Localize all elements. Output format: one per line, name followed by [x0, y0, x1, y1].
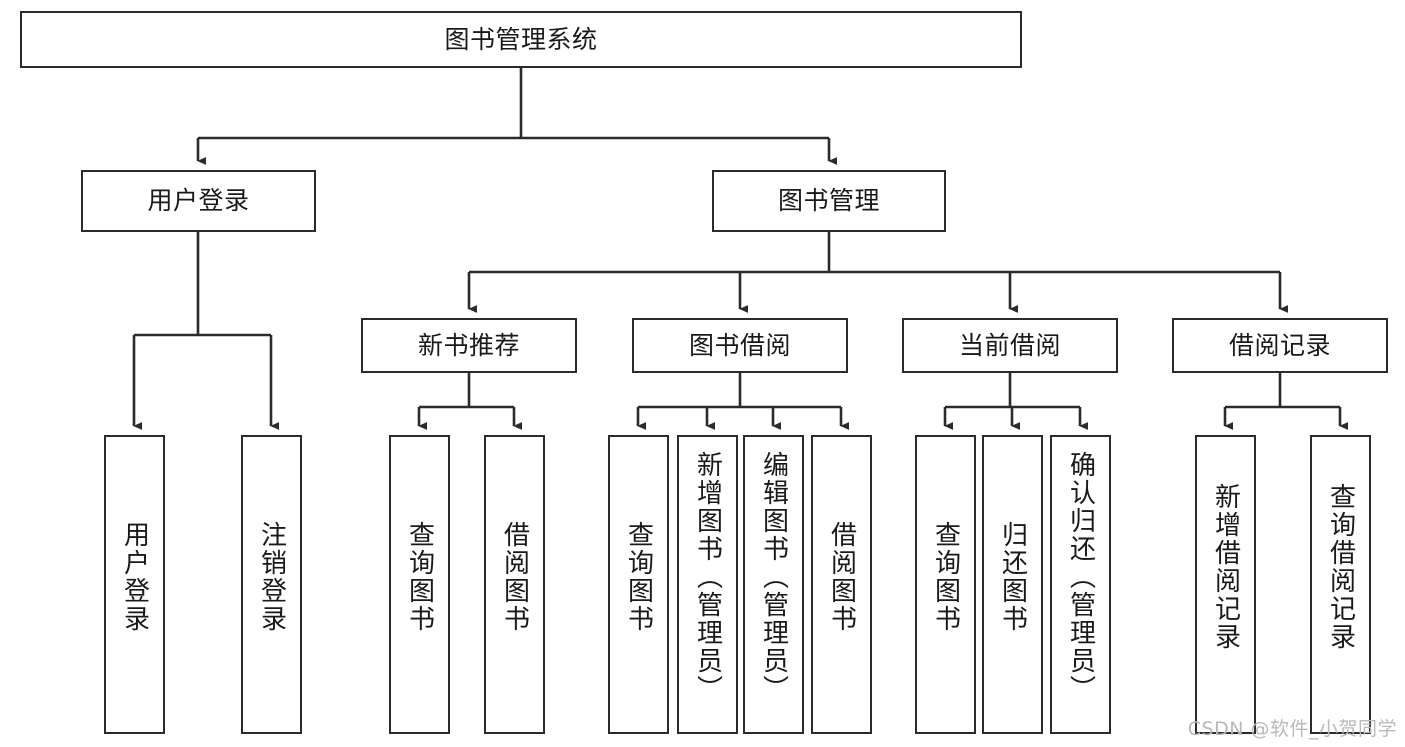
node-leaf-borrow-book-rec[interactable]: 借阅图书	[484, 435, 545, 734]
node-leaf-return-book[interactable]: 归还图书	[982, 435, 1043, 734]
node-label-book-manage: 图书管理	[777, 186, 880, 215]
node-leaf-add-book-admin[interactable]: 新增图书（管理员）	[677, 435, 738, 734]
node-label-leaf-confirm-return-admin: 确认归还（管理员）	[1065, 451, 1096, 703]
node-label-leaf-logout-login: 注销登录	[256, 521, 287, 633]
node-label-leaf-query-book-current: 查询图书	[930, 521, 961, 633]
node-label-leaf-query-borrow-record: 查询借阅记录	[1325, 483, 1356, 651]
node-label-leaf-add-book-admin: 新增图书（管理员）	[692, 451, 723, 703]
node-label-root: 图书管理系统	[444, 24, 598, 54]
node-label-leaf-user-login: 用户登录	[119, 521, 150, 633]
node-leaf-query-borrow-record[interactable]: 查询借阅记录	[1310, 435, 1371, 734]
node-label-leaf-borrow-book-rec: 借阅图书	[499, 521, 530, 633]
node-leaf-edit-book-admin[interactable]: 编辑图书（管理员）	[743, 435, 804, 734]
node-label-leaf-borrow-book: 借阅图书	[826, 521, 857, 633]
node-label-current-borrow: 当前借阅	[958, 330, 1061, 360]
node-book-manage[interactable]: 图书管理	[712, 170, 946, 232]
node-leaf-borrow-book[interactable]: 借阅图书	[811, 435, 872, 734]
csdn-watermark: CSDN @软件_小贺同学	[1187, 718, 1397, 740]
node-current-borrow[interactable]: 当前借阅	[902, 318, 1118, 373]
node-leaf-confirm-return-admin[interactable]: 确认归还（管理员）	[1050, 435, 1111, 734]
node-label-leaf-query-book-rec: 查询图书	[404, 521, 435, 633]
node-leaf-query-book-rec[interactable]: 查询图书	[389, 435, 450, 734]
node-root[interactable]: 图书管理系统	[20, 11, 1022, 68]
node-label-leaf-query-book-borrow: 查询图书	[623, 521, 654, 633]
node-label-user-login: 用户登录	[147, 186, 250, 215]
node-label-leaf-return-book: 归还图书	[997, 521, 1028, 633]
node-label-leaf-add-borrow-record: 新增借阅记录	[1210, 483, 1241, 651]
node-leaf-user-login[interactable]: 用户登录	[104, 435, 165, 734]
node-book-borrow[interactable]: 图书借阅	[632, 318, 848, 373]
node-borrow-record[interactable]: 借阅记录	[1172, 318, 1388, 373]
node-label-new-book-recommend: 新书推荐	[417, 330, 520, 360]
node-leaf-query-book-borrow[interactable]: 查询图书	[608, 435, 669, 734]
node-leaf-query-book-current[interactable]: 查询图书	[915, 435, 976, 734]
node-leaf-add-borrow-record[interactable]: 新增借阅记录	[1195, 435, 1256, 734]
node-new-book-recommend[interactable]: 新书推荐	[361, 318, 577, 373]
node-label-leaf-edit-book-admin: 编辑图书（管理员）	[758, 451, 789, 703]
node-leaf-logout-login[interactable]: 注销登录	[241, 435, 302, 734]
node-label-borrow-record: 借阅记录	[1228, 330, 1331, 360]
node-user-login[interactable]: 用户登录	[81, 170, 316, 232]
node-label-book-borrow: 图书借阅	[688, 330, 791, 360]
